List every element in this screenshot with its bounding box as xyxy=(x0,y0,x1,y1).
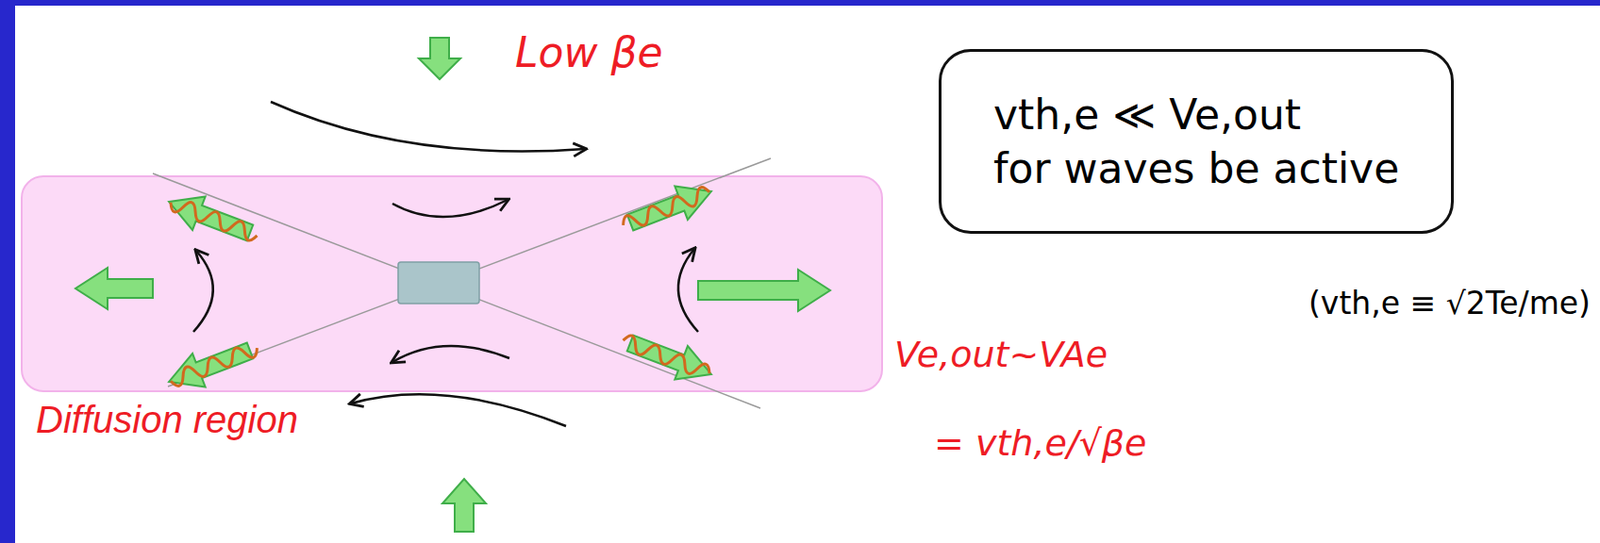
speed-relation: = vth,e/√βe xyxy=(933,422,1148,467)
wave-arrow xyxy=(162,331,264,399)
condition-text: vth,e ≪ Ve,out for waves be active xyxy=(993,87,1400,196)
slide-frame xyxy=(0,0,16,543)
wave-arrow xyxy=(616,174,718,242)
outflow-speed: Ve,out~VAe xyxy=(894,333,1108,378)
flow-arrows xyxy=(75,37,831,533)
wave-arrow xyxy=(616,323,718,391)
wave-arrow xyxy=(162,184,264,252)
flow-lines xyxy=(193,101,699,427)
condition-box: vth,e ≪ Ve,out for waves be active xyxy=(938,49,1454,234)
slide-frame xyxy=(0,0,1600,6)
definition-note: (vth,e ≡ √2Te/me) xyxy=(1308,284,1591,323)
x-point xyxy=(398,262,480,304)
separatrix xyxy=(152,173,761,409)
region-label: Diffusion region xyxy=(35,398,299,442)
beta-label: Low βe xyxy=(515,28,664,79)
